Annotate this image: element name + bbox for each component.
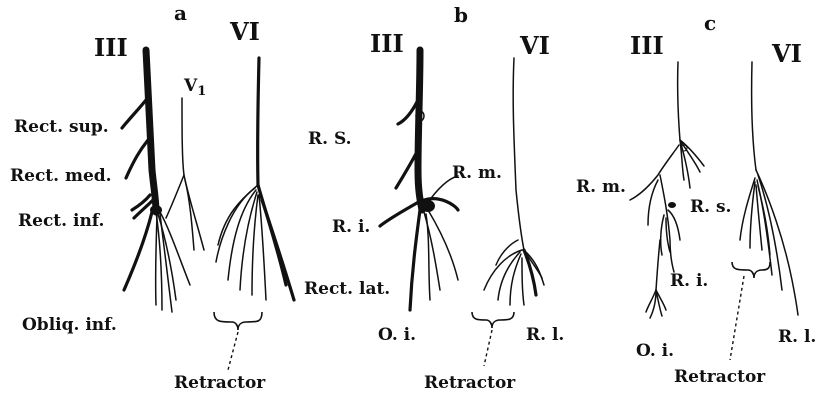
- panel-b-rs-label: R. S.: [308, 129, 352, 149]
- panel-a-nerve-vi-label: VI: [229, 17, 260, 46]
- panel-a-v1-subscript: 1: [197, 84, 206, 99]
- panel-a: a III VI V1 Rect. sup. Rect. med. Rect. …: [10, 1, 390, 393]
- panel-a-retractor-label: Retractor: [174, 373, 266, 393]
- panel-c-retractor-label: Retractor: [674, 367, 766, 387]
- panel-a-rect-lat-label: Rect. lat.: [304, 279, 390, 299]
- panel-b-retractor-label: Retractor: [424, 373, 516, 393]
- panel-a-nerve-iii-label: III: [94, 33, 128, 62]
- panel-c-nerve-vi-label: VI: [771, 39, 802, 68]
- panel-b-rl-label: R. l.: [526, 325, 564, 345]
- panel-c-nerve-vi: [740, 62, 798, 315]
- panel-c-oi-label: O. i.: [636, 341, 674, 361]
- panel-a-nerve-vi: [216, 58, 294, 300]
- panel-c-rl-label: R. l.: [778, 327, 816, 347]
- panel-b-nerve-iii-label: III: [370, 29, 404, 58]
- panel-a-nerve-iii: [122, 50, 190, 312]
- panel-a-obliq-inf-label: Obliq. inf.: [22, 315, 117, 335]
- panel-c: c III VI R. m. R. s. R. i. O. i. R. l.: [576, 11, 816, 387]
- panel-c-letter: c: [704, 11, 716, 35]
- panel-a-letter: a: [174, 1, 187, 25]
- panel-b-oi-label: O. i.: [378, 325, 416, 345]
- panel-b: b III VI R. S. R. m. R. i. O. i. R. l.: [308, 3, 564, 393]
- panel-b-letter: b: [454, 3, 468, 27]
- panel-b-nerve-vi-label: VI: [519, 31, 550, 60]
- panel-a-rect-sup-label: Rect. sup.: [14, 117, 109, 137]
- panel-a-retractor-dashline: [228, 332, 238, 370]
- panel-a-retractor-bracket: [214, 312, 262, 330]
- panel-b-rm-label: R. m.: [452, 163, 502, 183]
- panel-a-v1-nerve: [166, 98, 204, 250]
- panel-a-rect-inf-label: Rect. inf.: [18, 211, 104, 231]
- panel-c-retractor-dashline: [730, 276, 744, 360]
- panel-a-rect-med-label: Rect. med.: [10, 166, 112, 186]
- panel-c-retractor-bracket: [732, 262, 770, 278]
- panel-b-nerve-iii: [380, 50, 458, 310]
- panel-c-nerve-iii-label: III: [630, 31, 664, 60]
- panel-c-ri-label: R. i.: [670, 271, 708, 291]
- panel-c-rs-label: R. s.: [690, 197, 731, 217]
- panel-b-retractor-dashline: [484, 330, 492, 366]
- panel-a-v1-label: V1: [183, 76, 206, 99]
- panel-b-ri-label: R. i.: [332, 217, 370, 237]
- panel-b-retractor-bracket: [472, 312, 514, 328]
- panel-c-rm-label: R. m.: [576, 177, 626, 197]
- panel-a-v1-main: V: [183, 76, 198, 96]
